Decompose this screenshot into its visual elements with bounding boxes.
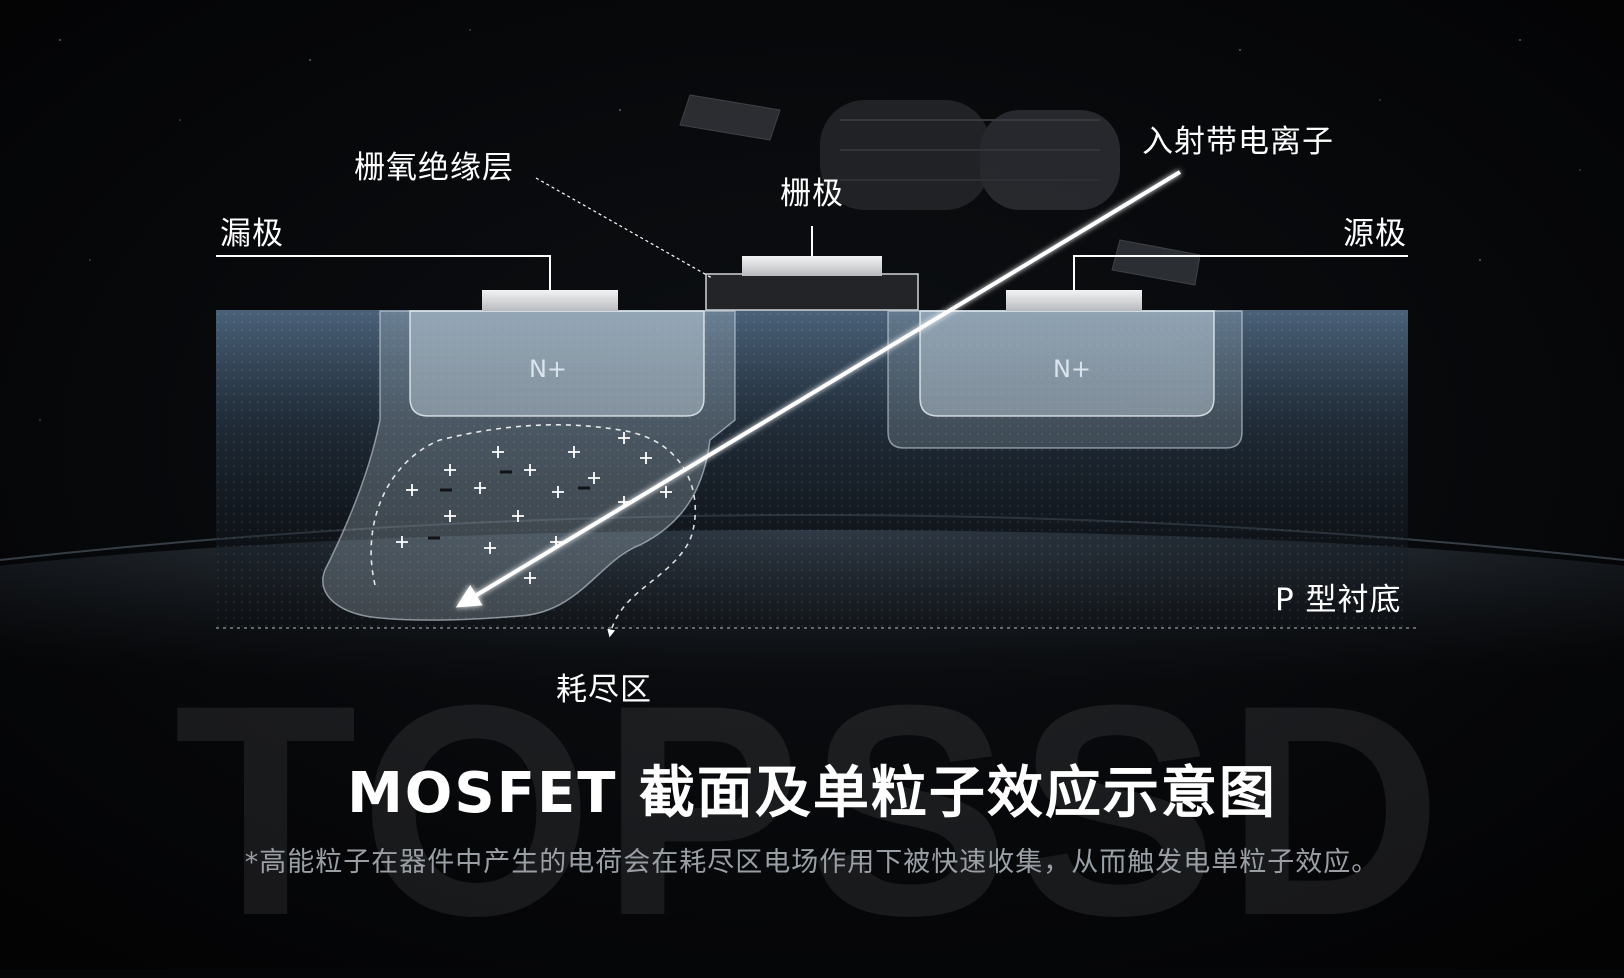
negative-charges xyxy=(428,470,590,540)
left-n-region xyxy=(409,310,705,417)
right-n-region xyxy=(919,310,1215,417)
gate-electrode xyxy=(742,256,882,276)
drain-leader-line xyxy=(216,255,551,290)
particle-track-arrow xyxy=(455,170,1182,608)
watermark-text: TOPSSD xyxy=(173,642,1451,978)
space-station-icon xyxy=(679,94,1201,286)
right-well xyxy=(887,310,1243,449)
drain-label: 漏极 xyxy=(220,216,284,252)
source-leader-line xyxy=(1073,255,1408,290)
depletion-region-label: 耗尽区 xyxy=(556,672,652,708)
left-depletion-region xyxy=(322,310,736,621)
drain-electrode xyxy=(482,290,618,311)
substrate-texture xyxy=(216,310,1408,630)
incident-particle-label: 入射带电离子 xyxy=(1142,124,1334,160)
stars xyxy=(39,29,1581,421)
source-electrode xyxy=(1006,290,1142,311)
gate-oxide-layer xyxy=(705,273,919,311)
source-label: 源极 xyxy=(1343,216,1407,252)
oxide-leader-line xyxy=(535,177,713,279)
gate-oxide-label: 栅氧绝缘层 xyxy=(354,150,514,186)
n-plus-left-label: N+ xyxy=(528,355,568,383)
n-plus-right-label: N+ xyxy=(1052,355,1092,383)
diagram-caption: *高能粒子在器件中产生的电荷会在耗尽区电场作用下被快速收集，从而触发电单粒子效应… xyxy=(244,847,1380,878)
charge-collection-path xyxy=(370,423,697,638)
diagram-title: MOSFET 截面及单粒子效应示意图 xyxy=(347,761,1277,826)
gate-label: 栅极 xyxy=(780,176,844,212)
substrate-label: P 型衬底 xyxy=(1275,582,1402,618)
